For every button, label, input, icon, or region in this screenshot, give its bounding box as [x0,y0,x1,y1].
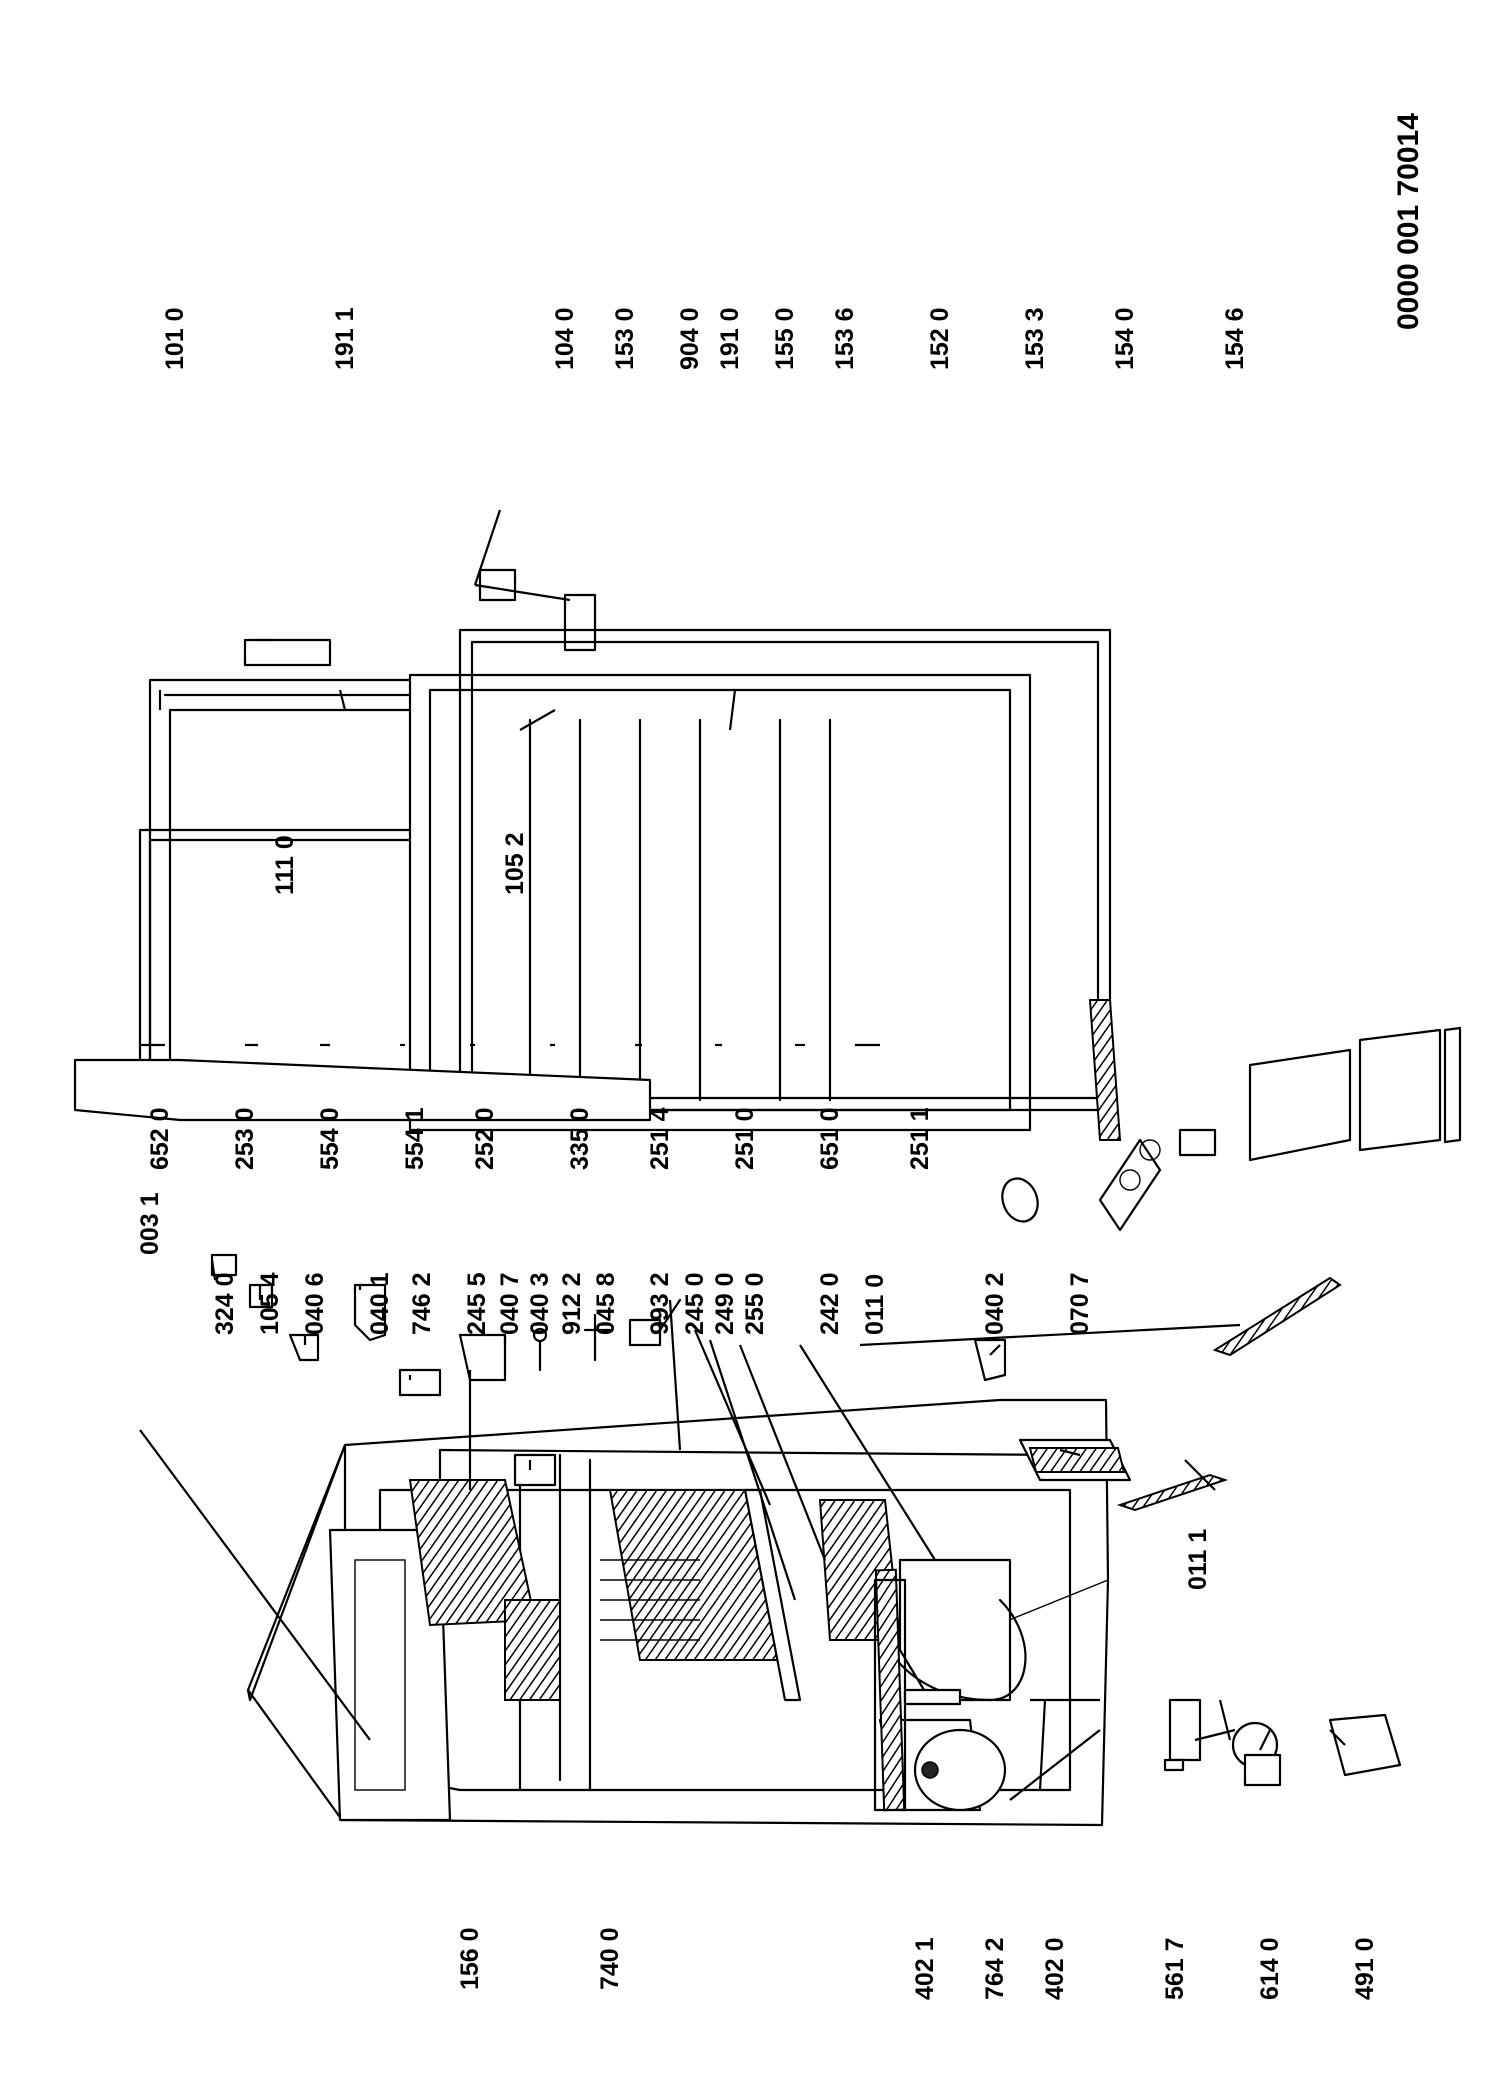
label-0110: 011 0 [861,1274,889,1335]
label-9932: 993 2 [646,1272,674,1335]
label-7642: 764 2 [981,1937,1009,2000]
label-1910: 191 0 [716,307,744,370]
label-1546: 154 6 [1221,307,1249,370]
label-1520: 152 0 [926,307,954,370]
label-1040: 104 0 [551,307,579,370]
label-1052: 105 2 [501,832,529,895]
label-2490: 249 0 [711,1272,739,1335]
label-7462: 746 2 [408,1272,436,1335]
label-1533: 153 3 [1021,307,1049,370]
label-0031: 003 1 [136,1192,164,1255]
label-5541: 554 1 [401,1107,429,1170]
label-0406: 040 6 [301,1272,329,1335]
label-2530: 253 0 [231,1107,259,1170]
cabinet-small-parts [210,1253,1402,1787]
label-2420: 242 0 [816,1272,844,1335]
label-2514: 251 4 [646,1107,674,1170]
label-0402: 040 2 [981,1272,1009,1335]
label-6520: 652 0 [146,1107,174,1170]
door-accessories [73,999,1462,1232]
label-0403: 040 3 [526,1272,554,1335]
label-2511: 251 1 [906,1107,934,1170]
label-1010: 101 0 [161,307,189,370]
label-0707: 070 7 [1066,1272,1094,1335]
label-2450: 245 0 [681,1272,709,1335]
label-1530: 153 0 [611,307,639,370]
leader-lines [139,509,1346,1801]
label-3240: 324 0 [211,1272,239,1335]
label-0111: 011 1 [1184,1529,1212,1590]
label-0401: 040 1 [366,1272,394,1335]
label-7400: 740 0 [596,1927,624,1990]
label-1110: 111 0 [271,835,299,895]
door-assembly [138,568,1112,1132]
label-6510: 651 0 [816,1107,844,1170]
label-3350: 335 0 [566,1107,594,1170]
label-4020: 402 0 [1041,1937,1069,2000]
label-0458: 045 8 [592,1272,620,1335]
document-id: 0000 001 70014 [1392,113,1425,330]
label-2455: 245 5 [463,1272,491,1335]
label-2510: 251 0 [731,1107,759,1170]
label-4910: 491 0 [1351,1937,1379,2000]
label-5540: 554 0 [316,1107,344,1170]
label-1560: 156 0 [456,1927,484,1990]
label-2520: 252 0 [471,1107,499,1170]
label-4021: 402 1 [911,1937,939,2000]
label-9122: 912 2 [558,1272,586,1335]
label-5617: 561 7 [1161,1937,1189,2000]
label-1550: 155 0 [771,307,799,370]
label-2550: 255 0 [741,1272,769,1335]
label-1054: 105 4 [256,1272,284,1335]
label-9040: 904 0 [676,307,704,370]
cabinet-assembly [246,1276,1342,1827]
label-1540: 154 0 [1111,307,1139,370]
label-6140: 614 0 [1256,1937,1284,2000]
label-1911: 191 1 [331,307,359,370]
label-1536: 153 6 [831,307,859,370]
label-0407: 040 7 [496,1272,524,1335]
part-labels: 003 1 324 0 105 4 040 6 040 1 746 2 245 … [136,113,1425,2000]
